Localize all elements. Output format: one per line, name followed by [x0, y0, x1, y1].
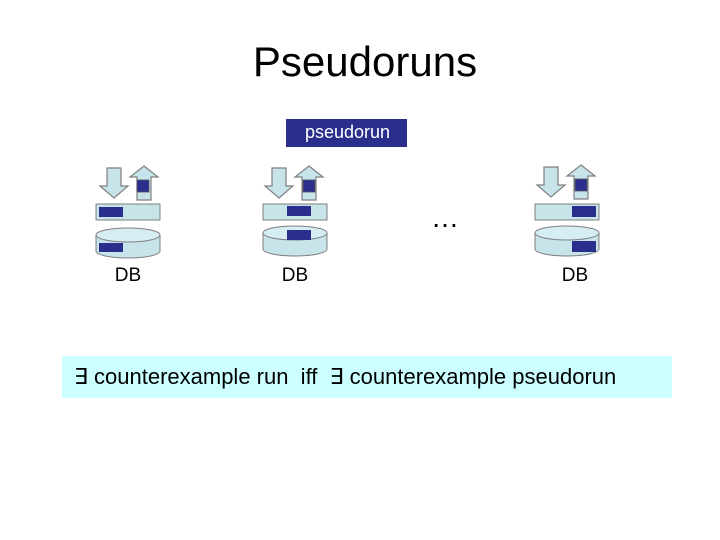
db-group-1 [95, 165, 161, 259]
page-title: Pseudoruns [252, 38, 478, 85]
write-marker [574, 178, 588, 192]
db-label-3: DB [561, 265, 589, 286]
db-cylinder-icon [534, 225, 600, 257]
pseudorun-diagram [95, 164, 600, 259]
read-arrow-icon [536, 166, 566, 198]
pseudorun-tag: pseudorun [286, 119, 407, 147]
statement-banner: ∃ counterexample run iff ∃ counterexampl… [62, 356, 672, 398]
db-cylinder-icon [262, 225, 328, 257]
ellipsis: … [431, 202, 467, 233]
write-marker [136, 179, 150, 193]
record-highlight [287, 206, 311, 216]
db-label-2: DB [281, 265, 309, 286]
read-arrow-icon [99, 167, 129, 199]
read-arrow-icon [264, 167, 294, 199]
db-group-2 [262, 165, 328, 257]
db-cylinder-icon [95, 227, 161, 259]
db-label-1: DB [114, 265, 142, 286]
write-marker [302, 179, 316, 193]
record-highlight [99, 207, 123, 217]
record-highlight [572, 206, 596, 217]
db-group-3 [534, 164, 600, 257]
